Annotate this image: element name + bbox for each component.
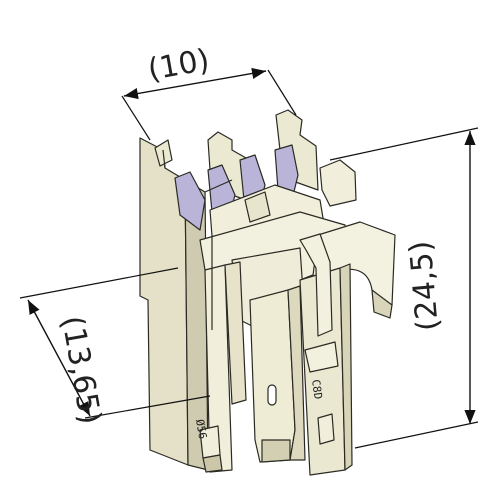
extension-line [354, 421, 479, 449]
part-marking-right: C8D [309, 379, 325, 400]
dimension-line [27, 299, 91, 417]
extension-line [329, 127, 479, 161]
extension-line [121, 95, 151, 141]
extension-line [19, 267, 179, 299]
connector-part [139, 109, 396, 476]
dimension-label-depth: (13,65) [54, 313, 107, 427]
dimension-height: (24,5) [329, 127, 479, 449]
part-marking-left: Ø56 [193, 418, 209, 440]
extension-line [84, 395, 211, 419]
dimension-label-width: (10) [145, 43, 212, 88]
extension-line [267, 69, 297, 116]
dimension-line [123, 67, 267, 100]
dimension-width: (10) [121, 43, 297, 141]
dimension-label-height: (24,5) [403, 239, 446, 332]
